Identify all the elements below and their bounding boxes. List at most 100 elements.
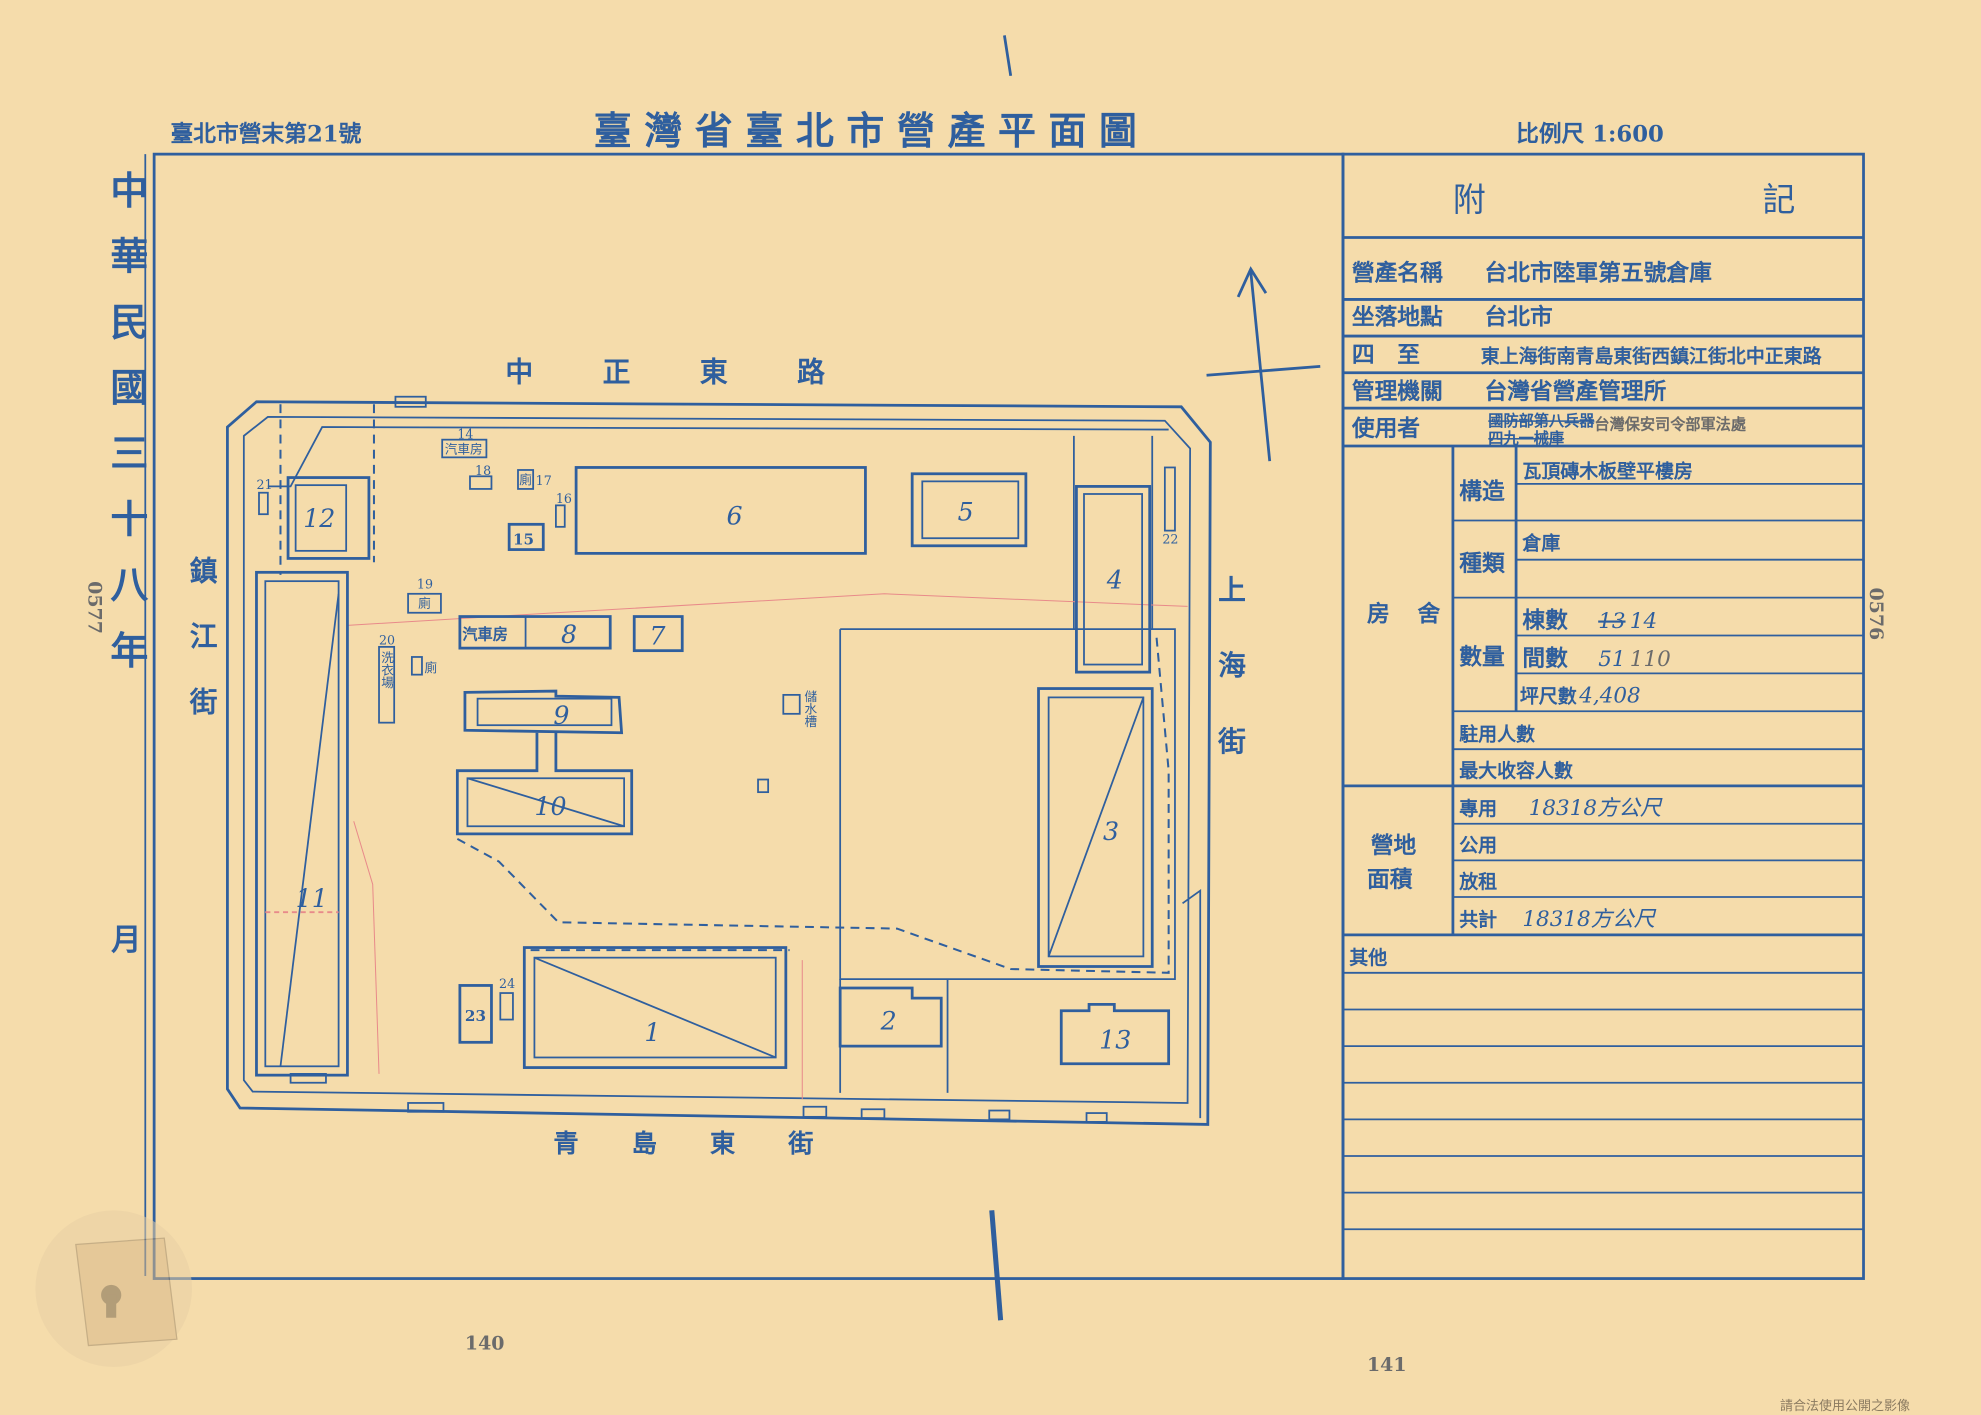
building-5: 5: [910, 472, 1028, 548]
svg-text:12: 12: [303, 504, 335, 533]
svg-text:公用: 公用: [1459, 835, 1497, 857]
building-8: 汽車房 8: [458, 615, 612, 650]
building-10: 10: [455, 732, 634, 836]
svg-text:棟數: 棟數: [1522, 608, 1568, 634]
building-23: 23: [458, 984, 493, 1044]
building-11: 11: [255, 570, 349, 1077]
building-4: 4: [1075, 485, 1152, 674]
toilet-block: [410, 656, 423, 676]
svg-text:營產名稱: 營產名稱: [1352, 259, 1443, 286]
svg-text:10: 10: [534, 792, 566, 821]
svg-text:23: 23: [465, 1007, 486, 1025]
svg-text:台灣省營產管理所: 台灣省營產管理所: [1484, 378, 1666, 405]
svg-text:14: 14: [1630, 609, 1657, 634]
svg-text:18: 18: [475, 463, 491, 478]
page-number-left: 140: [465, 1332, 505, 1354]
svg-text:東上海街南青島東街西鎮江街北中正東路: 東上海街南青島東街西鎮江街北中正東路: [1481, 345, 1823, 368]
building-24: 24: [499, 976, 515, 1021]
svg-text:種類: 種類: [1459, 551, 1505, 577]
svg-text:汽車房: 汽車房: [462, 625, 507, 643]
svg-text:坐落地點: 坐落地點: [1352, 305, 1443, 331]
building-19: 廁 19: [407, 577, 442, 614]
svg-text:22: 22: [1162, 531, 1178, 546]
building-12: 12: [286, 476, 371, 560]
svg-text:間數: 間數: [1522, 646, 1568, 672]
svg-text:8: 8: [561, 620, 577, 649]
fold-mark: [1003, 35, 1013, 77]
svg-text:共計: 共計: [1459, 908, 1497, 931]
svg-text:汽車房: 汽車房: [445, 442, 483, 457]
date-month: 月: [111, 923, 141, 958]
svg-text:面積: 面積: [1367, 867, 1413, 893]
svg-text:台北市陸軍第五號倉庫: 台北市陸軍第五號倉庫: [1484, 259, 1712, 286]
watermark: 請合法使用公開之影像: [1780, 1398, 1910, 1414]
svg-text:管理機關: 管理機關: [1352, 378, 1443, 405]
svg-text:台灣保安司令部軍法處: 台灣保安司令部軍法處: [1594, 416, 1746, 434]
svg-text:儲水槽: 儲水槽: [802, 690, 817, 729]
svg-text:專用: 專用: [1459, 797, 1497, 820]
svg-text:110: 110: [1630, 647, 1671, 672]
page-number-right: 141: [1367, 1354, 1407, 1376]
building-14: 汽車房 14: [441, 426, 488, 459]
svg-text:17: 17: [536, 473, 552, 488]
building-16: 16: [555, 491, 572, 528]
building-18: 18: [469, 463, 493, 490]
north-arrow-icon: [1206, 266, 1321, 462]
stamp-right: 0576: [1865, 587, 1887, 640]
svg-text:18318方公尺: 18318方公尺: [1529, 796, 1663, 821]
scale-label: 比例尺 1:600: [1516, 122, 1664, 148]
svg-text:廁: 廁: [418, 596, 431, 611]
svg-text:數量: 數量: [1459, 645, 1505, 671]
svg-text:廁: 廁: [519, 472, 532, 487]
building-6: 6: [574, 466, 867, 555]
svg-text:使用者: 使用者: [1351, 416, 1420, 442]
svg-text:洗衣場: 洗衣場: [379, 651, 394, 689]
svg-text:3: 3: [1103, 817, 1119, 846]
building-1: 1: [522, 946, 788, 1069]
svg-text:2: 2: [880, 1007, 897, 1036]
svg-text:13: 13: [1598, 609, 1625, 634]
svg-text:24: 24: [499, 976, 515, 991]
building-3: 3: [1037, 687, 1154, 968]
svg-text:國防部第八兵器: 國防部第八兵器: [1488, 412, 1595, 430]
svg-text:14: 14: [457, 426, 473, 441]
svg-text:四 至: 四 至: [1352, 343, 1420, 369]
svg-text:21: 21: [256, 477, 272, 492]
notes-title-right: 記: [1762, 181, 1795, 219]
svg-text:5: 5: [958, 498, 974, 527]
site-boundary: [226, 395, 1212, 1126]
svg-text:放租: 放租: [1458, 870, 1497, 893]
svg-text:19: 19: [417, 577, 433, 592]
svg-text:倉庫: 倉庫: [1521, 532, 1560, 555]
svg-text:構造: 構造: [1459, 479, 1505, 505]
small-structure: [757, 778, 770, 794]
building-20: 洗衣場 20: [378, 632, 395, 724]
svg-text:6: 6: [726, 501, 742, 530]
building-15: 15: [507, 522, 545, 551]
archive-logo-icon: [35, 1210, 193, 1367]
svg-text:其他: 其他: [1349, 946, 1387, 969]
street-east: 上海街: [1214, 575, 1247, 802]
building-7: 7: [632, 615, 684, 653]
svg-text:最大收容人數: 最大收容人數: [1459, 759, 1573, 782]
svg-text:駐用人數: 駐用人數: [1459, 722, 1535, 745]
svg-text:4,408: 4,408: [1578, 683, 1640, 708]
stamp-left: 0577: [83, 581, 105, 634]
street-north: 中正東路: [505, 356, 894, 389]
date-year: 中華民國三十八年: [104, 171, 149, 697]
water-tank: 儲水槽: [782, 690, 817, 729]
building-13: 13: [1059, 1003, 1171, 1066]
svg-text:16: 16: [556, 491, 572, 506]
street-south: 青島東街: [553, 1128, 866, 1158]
svg-text:20: 20: [379, 632, 395, 647]
svg-text:11: 11: [296, 884, 328, 913]
svg-text:15: 15: [513, 531, 534, 549]
svg-text:瓦頂磚木板壁平樓房: 瓦頂磚木板壁平樓房: [1522, 460, 1692, 483]
building-9: 9: [463, 689, 624, 735]
svg-text:房舍: 房舍: [1367, 601, 1468, 628]
svg-text:坪尺數: 坪尺數: [1520, 685, 1577, 707]
svg-text:四九一械庫: 四九一械庫: [1488, 429, 1564, 447]
fold-mark: [989, 1210, 1004, 1321]
svg-text:1: 1: [644, 1018, 660, 1047]
